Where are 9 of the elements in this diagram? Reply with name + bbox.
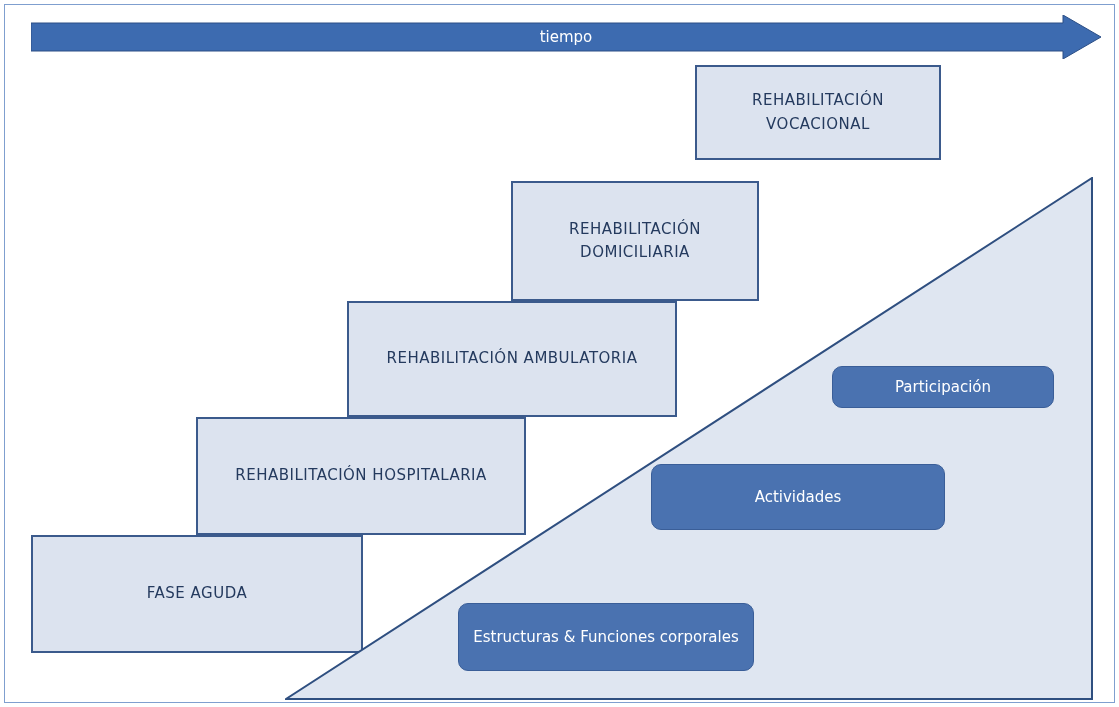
arrow-label: tiempo [539,28,593,46]
level-box: Actividades [651,464,945,530]
stage-box: REHABILITACIÓN AMBULATORIA [347,301,677,417]
stage-box: REHABILITACIÓN HOSPITALARIA [196,417,526,535]
stage-box: REHABILITACIÓN VOCACIONAL [695,65,941,160]
level-box: Estructuras & Funciones corporales [458,603,754,671]
stage-box: FASE AGUDA [31,535,363,653]
level-box: Participación [832,366,1054,408]
stage-box: REHABILITACIÓN DOMICILIARIA [511,181,759,301]
